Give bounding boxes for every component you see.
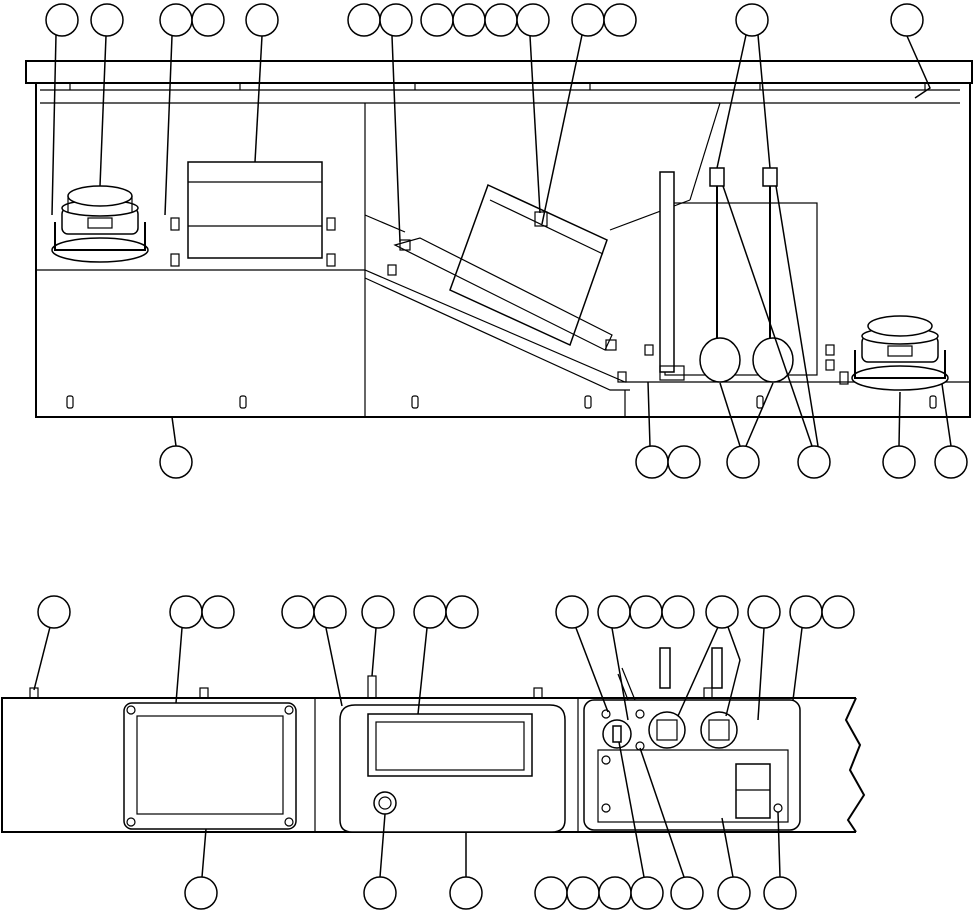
left-speaker [51,185,149,263]
inner-shelf [36,269,970,383]
top-studs [29,675,713,699]
leaders-top-row [51,34,931,243]
leaders-mid-row [171,185,952,447]
callouts-front-top [37,595,855,629]
housing-outline [35,83,971,418]
leaders-front-bottom [201,741,781,878]
callouts-front-bottom [184,876,797,910]
rail-ticks [69,83,926,90]
right-connector-plate [583,647,801,831]
front-panel-view [1,595,866,910]
right-speaker [839,315,949,391]
angled-panel [387,183,617,351]
left-window [123,702,297,830]
leaders-front-top [33,626,803,721]
top-view [25,3,973,479]
left-module-box [170,161,336,267]
middle-control-plate [339,704,566,833]
right-mechanism [617,167,835,383]
bottom-fasteners [66,395,937,409]
callouts-top-row [45,3,924,37]
top-rail [25,60,973,84]
callouts-mid-row [159,445,968,479]
break-line [844,697,866,833]
